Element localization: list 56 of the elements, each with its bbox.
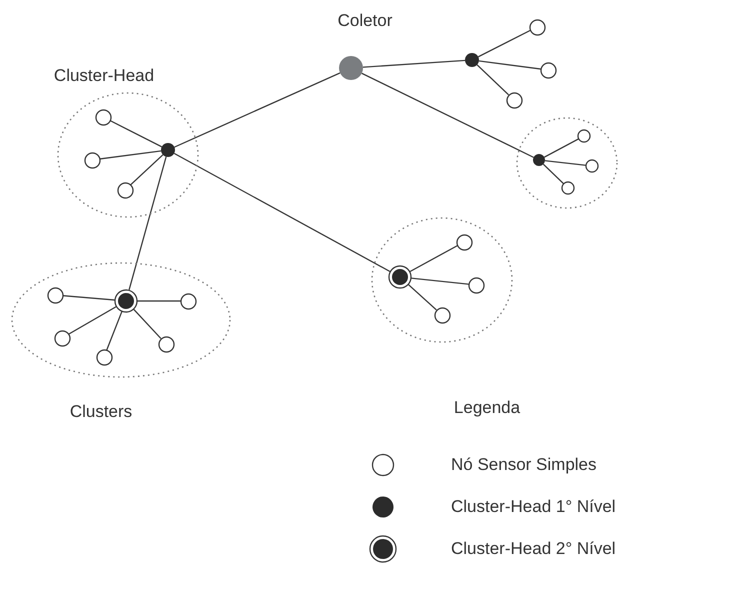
link-line <box>410 245 458 272</box>
link-line <box>362 72 534 158</box>
link-line <box>174 152 390 272</box>
cluster-boundary <box>371 217 513 343</box>
link-line <box>68 306 116 335</box>
second-level-cluster-head-node <box>388 265 412 289</box>
sensor-node <box>46 286 64 304</box>
sensor-node <box>506 92 522 108</box>
legend-label: Cluster-Head 2° Nível <box>451 539 616 559</box>
link-line <box>130 154 164 186</box>
link-line <box>478 30 531 58</box>
sensor-node <box>561 181 575 195</box>
link-line <box>362 60 466 68</box>
cluster-head-node <box>464 52 480 68</box>
sensor-node <box>116 182 134 198</box>
sensor-node <box>94 108 112 126</box>
link-line <box>106 311 122 350</box>
annotation-label: Cluster-Head <box>54 66 154 86</box>
link-line <box>408 284 437 310</box>
sensor-node <box>468 276 484 294</box>
link-line <box>128 156 167 290</box>
link-line <box>542 164 564 184</box>
sensor-node <box>577 129 591 143</box>
sensor-node <box>540 62 556 78</box>
cluster-boundary <box>57 92 199 218</box>
sensor-node <box>158 336 174 352</box>
sensor-node <box>434 306 450 324</box>
link-line <box>544 160 586 166</box>
link-line <box>99 150 162 160</box>
sensor-node <box>96 348 112 366</box>
node-caption: Coletor <box>338 11 392 31</box>
link-line <box>138 300 180 302</box>
link-line <box>109 120 162 148</box>
legend-title: Legenda <box>454 398 520 418</box>
cluster-boundary <box>516 117 618 209</box>
annotation-label: Clusters <box>70 402 132 422</box>
cluster-head-node <box>532 153 546 167</box>
legend-label: Nó Sensor Simples <box>451 455 597 475</box>
sensor-node <box>456 234 472 250</box>
link-line <box>62 295 115 301</box>
link-line <box>478 60 541 70</box>
sensor-node <box>528 18 546 36</box>
second-level-cluster-head-node <box>114 289 138 313</box>
link-line <box>411 278 469 285</box>
link-line <box>174 72 340 148</box>
sensor-node <box>84 152 100 168</box>
collector-node <box>338 55 364 81</box>
sensor-node <box>180 292 196 310</box>
sensor-node <box>54 330 70 346</box>
link-line <box>133 309 162 339</box>
link-line <box>476 64 509 96</box>
legend-label: Cluster-Head 1° Nível <box>451 497 616 517</box>
link-line <box>544 138 579 158</box>
cluster-boundary <box>11 262 231 378</box>
sensor-node <box>585 159 599 173</box>
cluster-head-node <box>160 142 176 158</box>
